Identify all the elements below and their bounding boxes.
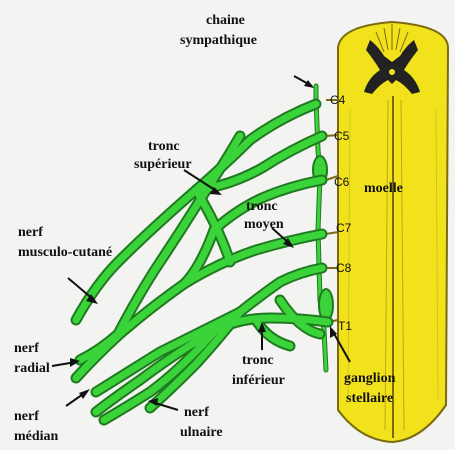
label-ulnaire-line1: nerf [184, 405, 209, 420]
root-c4-label: C4 [330, 93, 346, 107]
label-median-line1: nerf [14, 409, 39, 424]
root-c7-label: C7 [336, 221, 352, 235]
label-tronc-moyen-line1: tronc [246, 199, 278, 214]
label-ulnaire-line2: ulnaire [180, 425, 223, 440]
label-tronc-sup-line1: tronc [148, 139, 180, 154]
label-chaine-line1: chaine [206, 13, 245, 28]
label-radial-line1: nerf [14, 341, 39, 356]
label-median-line2: médian [14, 429, 59, 444]
label-moelle: moelle [364, 181, 403, 196]
root-c8-label: C8 [336, 261, 352, 275]
label-ganglion-line2: stellaire [346, 391, 393, 406]
root-c6-label: C6 [334, 175, 350, 189]
label-tronc-inf-line1: tronc [242, 353, 274, 368]
label-radial-line2: radial [14, 361, 50, 376]
root-t1-label: T1 [338, 319, 352, 333]
label-tronc-inf-line2: inférieur [232, 373, 285, 388]
label-musculo-line1: nerf [18, 225, 43, 240]
label-tronc-moyen-line2: moyen [244, 217, 284, 232]
label-tronc-sup-line2: supérieur [134, 157, 192, 172]
label-ganglion-line1: ganglion [344, 371, 396, 386]
label-musculo-line2: musculo-cutané [18, 245, 112, 260]
root-c5-label: C5 [334, 129, 350, 143]
label-chaine-line2: sympathique [180, 33, 257, 48]
